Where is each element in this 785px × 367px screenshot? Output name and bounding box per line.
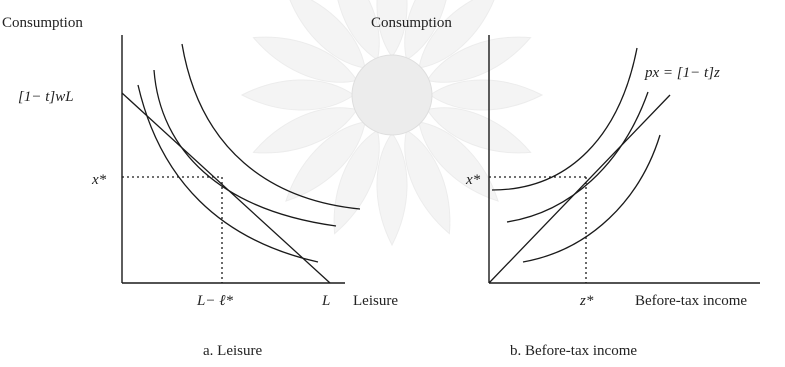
panel-b: Consumption px = [1− t]z x* z* Before-ta…	[371, 15, 760, 359]
panel-a-indifference-curve-tangent	[153, 69, 337, 227]
watermark-rosette	[240, 0, 544, 247]
panel-a-x-star-label: x*	[91, 172, 107, 188]
panel-a-L-label: L	[321, 293, 330, 309]
watermark-petal	[376, 132, 408, 247]
panel-b-caption: b. Before-tax income	[510, 343, 637, 359]
watermark-petal	[285, 121, 366, 202]
panel-a-budget-intercept-label: [1− t]wL	[18, 89, 74, 105]
panel-a-caption: a. Leisure	[203, 343, 262, 359]
watermark-petal	[240, 79, 355, 111]
panel-b-indifference-curve-high	[491, 47, 638, 191]
watermark-petal	[252, 36, 358, 83]
panel-a-indifference-curve-low	[137, 84, 319, 263]
watermark-petal	[285, 0, 366, 69]
panel-b-budget-line	[488, 94, 671, 284]
panel-a: Consumption [1− t]wL x* L− ℓ* L Leisure …	[2, 15, 398, 359]
watermark-petal	[429, 79, 544, 111]
panel-a-x-axis-label: Leisure	[353, 293, 398, 309]
watermark-petal	[418, 121, 499, 202]
panel-b-budget-equation-label: px = [1− t]z	[644, 65, 720, 81]
panel-a-leisure-opt-label: L− ℓ*	[196, 293, 233, 309]
watermark-petal	[404, 0, 451, 61]
watermark-petal	[418, 0, 499, 69]
panel-b-x-axis-label: Before-tax income	[635, 293, 747, 309]
panel-a-indifference-curve-high	[181, 43, 361, 210]
watermark-petal	[252, 107, 358, 154]
panel-a-y-axis-label: Consumption	[2, 15, 83, 31]
panel-a-budget-line	[121, 92, 331, 284]
watermark-petal	[376, 0, 408, 58]
watermark-petal	[426, 107, 532, 154]
panel-b-indifference-curve-tangent	[506, 91, 649, 223]
watermark-petal	[404, 129, 451, 235]
panel-b-y-axis-label: Consumption	[371, 15, 452, 31]
watermark-petal	[426, 36, 532, 83]
panel-b-indifference-curve-low	[522, 134, 661, 263]
panel-b-z-star-label: z*	[579, 293, 594, 309]
panel-b-x-star-label: x*	[465, 172, 481, 188]
watermark-petal	[333, 0, 380, 61]
